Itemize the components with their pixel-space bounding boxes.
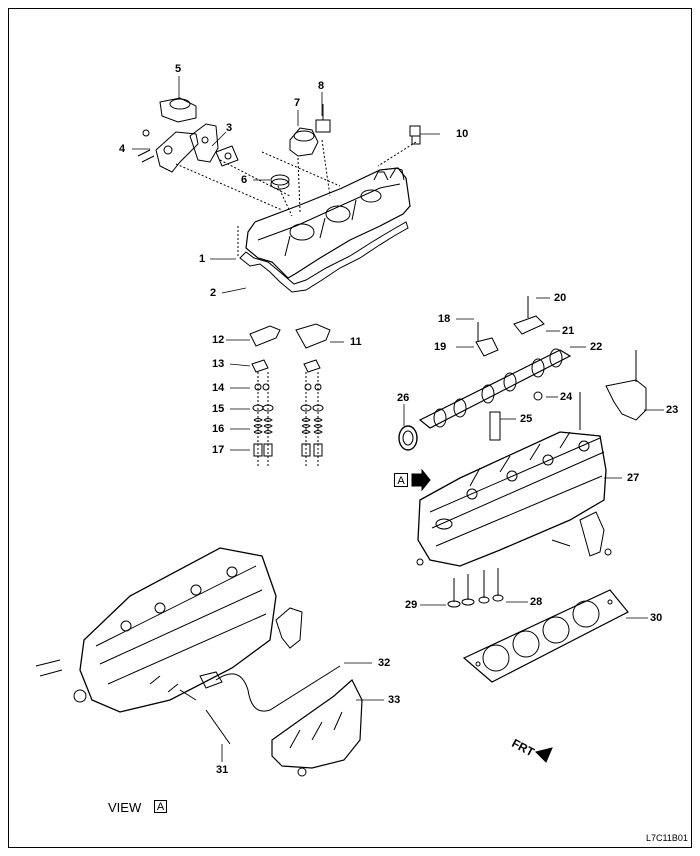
- callout-2: 2: [210, 287, 217, 299]
- callout-15: 15: [212, 403, 225, 415]
- callout-16: 16: [212, 423, 225, 435]
- callout-23: 23: [666, 404, 679, 416]
- callout-33: 33: [388, 694, 401, 706]
- valve-seals: [253, 443, 323, 457]
- view-a-arrow: [411, 468, 431, 492]
- callout-8: 8: [318, 80, 325, 92]
- callout-leaders: [132, 76, 664, 762]
- callout-3: 3: [226, 122, 233, 134]
- callout-27: 27: [627, 472, 640, 484]
- cylinder-head: [416, 431, 612, 567]
- callout-7: 7: [294, 97, 301, 109]
- oil-cap-group: [270, 104, 421, 190]
- view-a-marker: A: [394, 473, 408, 487]
- callout-30: 30: [650, 612, 663, 624]
- callout-14: 14: [212, 382, 225, 394]
- callout-1: 1: [199, 253, 206, 265]
- valve-springs: [253, 418, 323, 434]
- callout-12: 12: [212, 334, 225, 346]
- callout-22: 22: [590, 341, 603, 353]
- callout-11: 11: [350, 336, 362, 348]
- callout-29: 29: [405, 599, 418, 611]
- callout-24: 24: [560, 391, 573, 403]
- view-marker-box: A: [154, 800, 167, 813]
- valve-keepers: [254, 383, 322, 391]
- camshaft-assembly: [398, 296, 647, 451]
- callout-18: 18: [438, 313, 451, 325]
- callout-32: 32: [378, 657, 391, 669]
- figure-code: L7C11B01: [646, 833, 688, 843]
- callout-31: 31: [216, 764, 229, 776]
- assembly-leaders-upper: [175, 139, 417, 258]
- cam-lobes: [433, 348, 563, 428]
- callout-17: 17: [212, 444, 225, 456]
- cover-gasket: [239, 221, 409, 293]
- callout-25: 25: [520, 413, 533, 425]
- harness-and-cover: [179, 665, 363, 777]
- callout-10: 10: [456, 128, 469, 140]
- callout-19: 19: [434, 341, 447, 353]
- callout-28: 28: [530, 596, 543, 608]
- diagram-frame: [8, 8, 692, 848]
- head-gasket: [462, 589, 629, 683]
- view-label: VIEW: [108, 800, 142, 815]
- callout-20: 20: [554, 292, 567, 304]
- valve-train-left: [249, 323, 331, 466]
- callout-13: 13: [212, 358, 225, 370]
- front-arrow: [535, 747, 553, 763]
- callout-4: 4: [119, 143, 126, 155]
- engine-valves: [447, 568, 504, 608]
- bracket-and-sensor: [137, 97, 239, 173]
- callout-5: 5: [175, 63, 182, 75]
- callout-26: 26: [397, 392, 410, 404]
- cylinder-head-cover: [245, 167, 411, 279]
- callout-6: 6: [241, 174, 248, 186]
- valve-retainers: [252, 404, 324, 412]
- callout-21: 21: [562, 325, 575, 337]
- view-a-head: [35, 547, 303, 713]
